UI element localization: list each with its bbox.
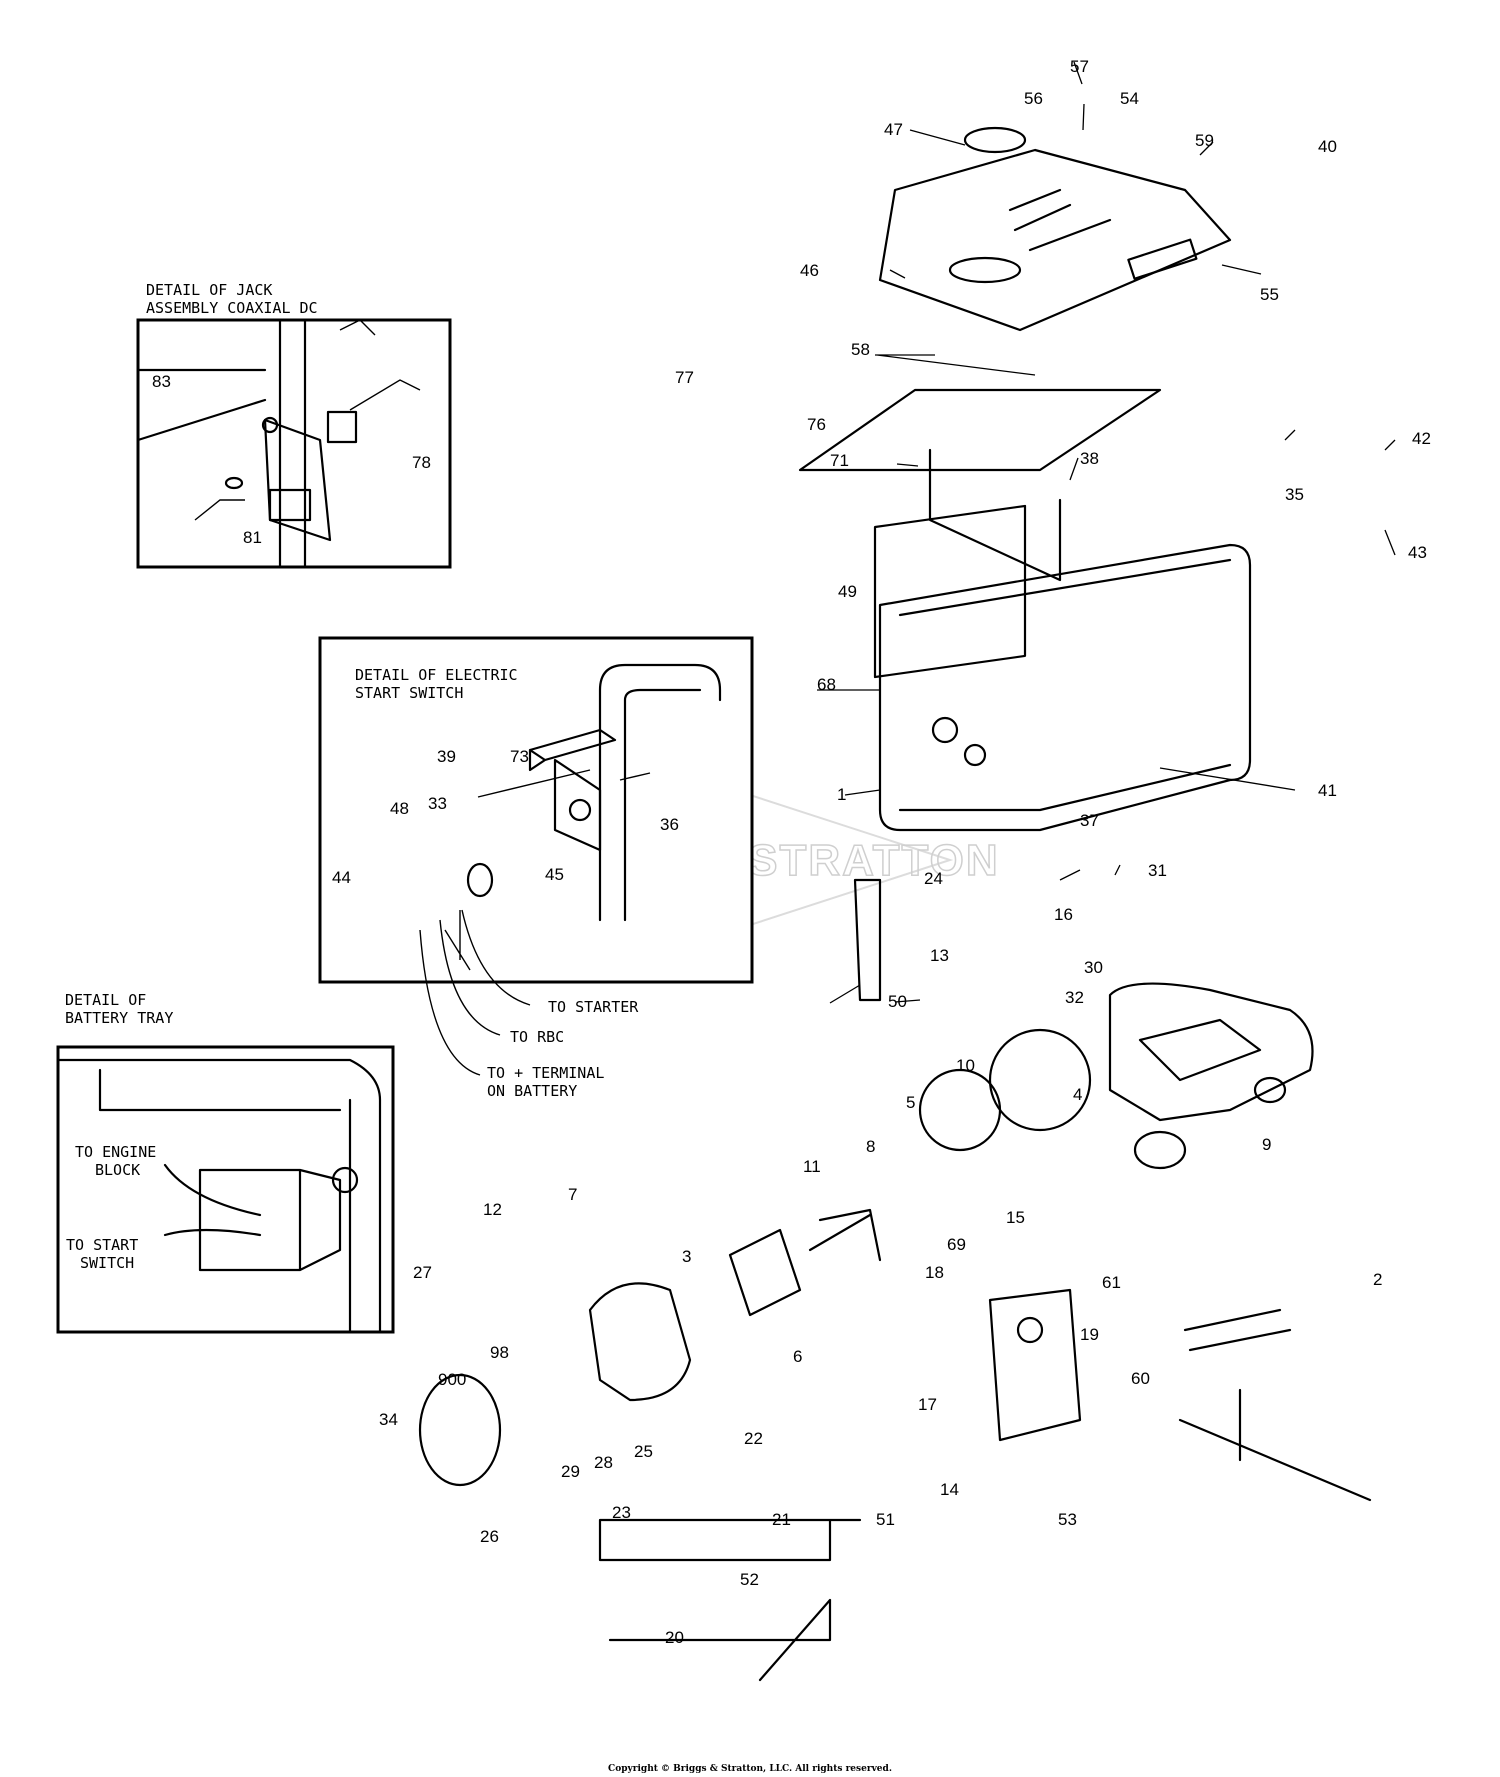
annotation-to-rbc: TO RBC: [510, 1028, 564, 1046]
part-label: 31: [1148, 861, 1167, 880]
part-label: 29: [561, 1462, 580, 1481]
part-label: 18: [925, 1263, 944, 1282]
part-label: 81: [243, 528, 262, 547]
part-label: 61: [1102, 1273, 1121, 1292]
part-label: 23: [612, 1503, 631, 1522]
leader-lines: [817, 61, 1396, 1004]
part-label: 22: [744, 1429, 763, 1448]
annotation-to-terminal-2: ON BATTERY: [487, 1082, 577, 1100]
annotation-to-terminal-1: TO + TERMINAL: [487, 1064, 604, 1082]
detail-jack-title-1: DETAIL OF JACK: [146, 281, 272, 299]
detail-electric-start-switch: DETAIL OF ELECTRIC START SWITCH: [318, 636, 754, 984]
part-label: 43: [1408, 543, 1427, 562]
part-label: 46: [800, 261, 819, 280]
part-label: 21: [772, 1510, 791, 1529]
part-label: 51: [876, 1510, 895, 1529]
part-label: 15: [1006, 1208, 1025, 1227]
part-label: 27: [413, 1263, 432, 1282]
part-label: 68: [817, 675, 836, 694]
detail-jack-title-2: ASSEMBLY COAXIAL DC: [146, 299, 318, 317]
part-label: 54: [1120, 89, 1139, 108]
part-label: 2: [1373, 1270, 1382, 1289]
part-label: 57: [1070, 57, 1089, 76]
part-label: 19: [1080, 1325, 1099, 1344]
part-label: 69: [947, 1235, 966, 1254]
part-label: 7: [568, 1185, 577, 1204]
annotation-to-starter: TO STARTER: [548, 998, 639, 1016]
annotation-to-start-1: TO START: [66, 1236, 138, 1254]
part-label: 3: [682, 1247, 691, 1266]
part-label: 58: [851, 340, 870, 359]
part-label: 60: [1131, 1369, 1150, 1388]
part-label: 5: [906, 1093, 915, 1112]
part-label: 77: [675, 368, 694, 387]
detail-jack-frame: [136, 318, 452, 569]
part-label: 53: [1058, 1510, 1077, 1529]
part-label: 83: [152, 372, 171, 391]
part-label: 48: [390, 799, 409, 818]
part-label: 71: [830, 451, 849, 470]
detail-battery-tray: DETAIL OF BATTERY TRAY: [56, 991, 395, 1334]
part-label: 34: [379, 1410, 398, 1429]
part-label: 32: [1065, 988, 1084, 1007]
detail-battery-frame: [56, 1045, 395, 1334]
part-label: 35: [1285, 485, 1304, 504]
part-label: 900: [438, 1370, 466, 1389]
part-label: 10: [956, 1056, 975, 1075]
main-assembly: [418, 126, 1372, 1682]
part-label: 1: [837, 785, 846, 804]
part-label: 55: [1260, 285, 1279, 304]
part-label: 13: [930, 946, 949, 965]
part-label: 36: [660, 815, 679, 834]
detail-jack-assembly: DETAIL OF JACK ASSEMBLY COAXIAL DC: [136, 281, 452, 569]
part-label: 4: [1073, 1085, 1082, 1104]
part-label: 52: [740, 1570, 759, 1589]
detail-battery-title-1: DETAIL OF: [65, 991, 146, 1009]
part-label: 44: [332, 868, 351, 887]
detail-start-frame: [318, 636, 754, 984]
detail-battery-title-2: BATTERY TRAY: [65, 1009, 173, 1027]
wire-annotations: TO STARTER TO RBC TO + TERMINAL ON BATTE…: [66, 909, 639, 1272]
part-label: 17: [918, 1395, 937, 1414]
part-label: 33: [428, 794, 447, 813]
part-label: 8: [866, 1137, 875, 1156]
part-label: 30: [1084, 958, 1103, 977]
part-label: 26: [480, 1527, 499, 1546]
part-label: 14: [940, 1480, 959, 1499]
part-label: 16: [1054, 905, 1073, 924]
part-label: 24: [924, 869, 943, 888]
part-label: 38: [1080, 449, 1099, 468]
part-label: 41: [1318, 781, 1337, 800]
part-label: 6: [793, 1347, 802, 1366]
part-label: 42: [1412, 429, 1431, 448]
part-label: 20: [665, 1628, 684, 1647]
part-label: 73: [510, 747, 529, 766]
part-label: 98: [490, 1343, 509, 1362]
part-label: 37: [1080, 811, 1099, 830]
annotation-to-engine-2: BLOCK: [95, 1161, 140, 1179]
part-label: 76: [807, 415, 826, 434]
annotation-to-start-2: SWITCH: [80, 1254, 134, 1272]
part-label: 59: [1195, 131, 1214, 150]
part-label: 9: [1262, 1135, 1271, 1154]
part-label: 39: [437, 747, 456, 766]
part-label: 49: [838, 582, 857, 601]
part-label: 28: [594, 1453, 613, 1472]
part-label: 78: [412, 453, 431, 472]
detail-start-title-2: START SWITCH: [355, 684, 463, 702]
part-label: 45: [545, 865, 564, 884]
detail-start-title-1: DETAIL OF ELECTRIC: [355, 666, 518, 684]
part-label: 12: [483, 1200, 502, 1219]
part-label: 25: [634, 1442, 653, 1461]
part-label: 56: [1024, 89, 1043, 108]
annotation-to-engine-1: TO ENGINE: [75, 1143, 156, 1161]
part-label: 11: [803, 1157, 821, 1176]
part-label: 40: [1318, 137, 1337, 156]
copyright-text: Copyright © Briggs & Stratton, LLC. All …: [608, 1764, 892, 1774]
part-label: 47: [884, 120, 903, 139]
